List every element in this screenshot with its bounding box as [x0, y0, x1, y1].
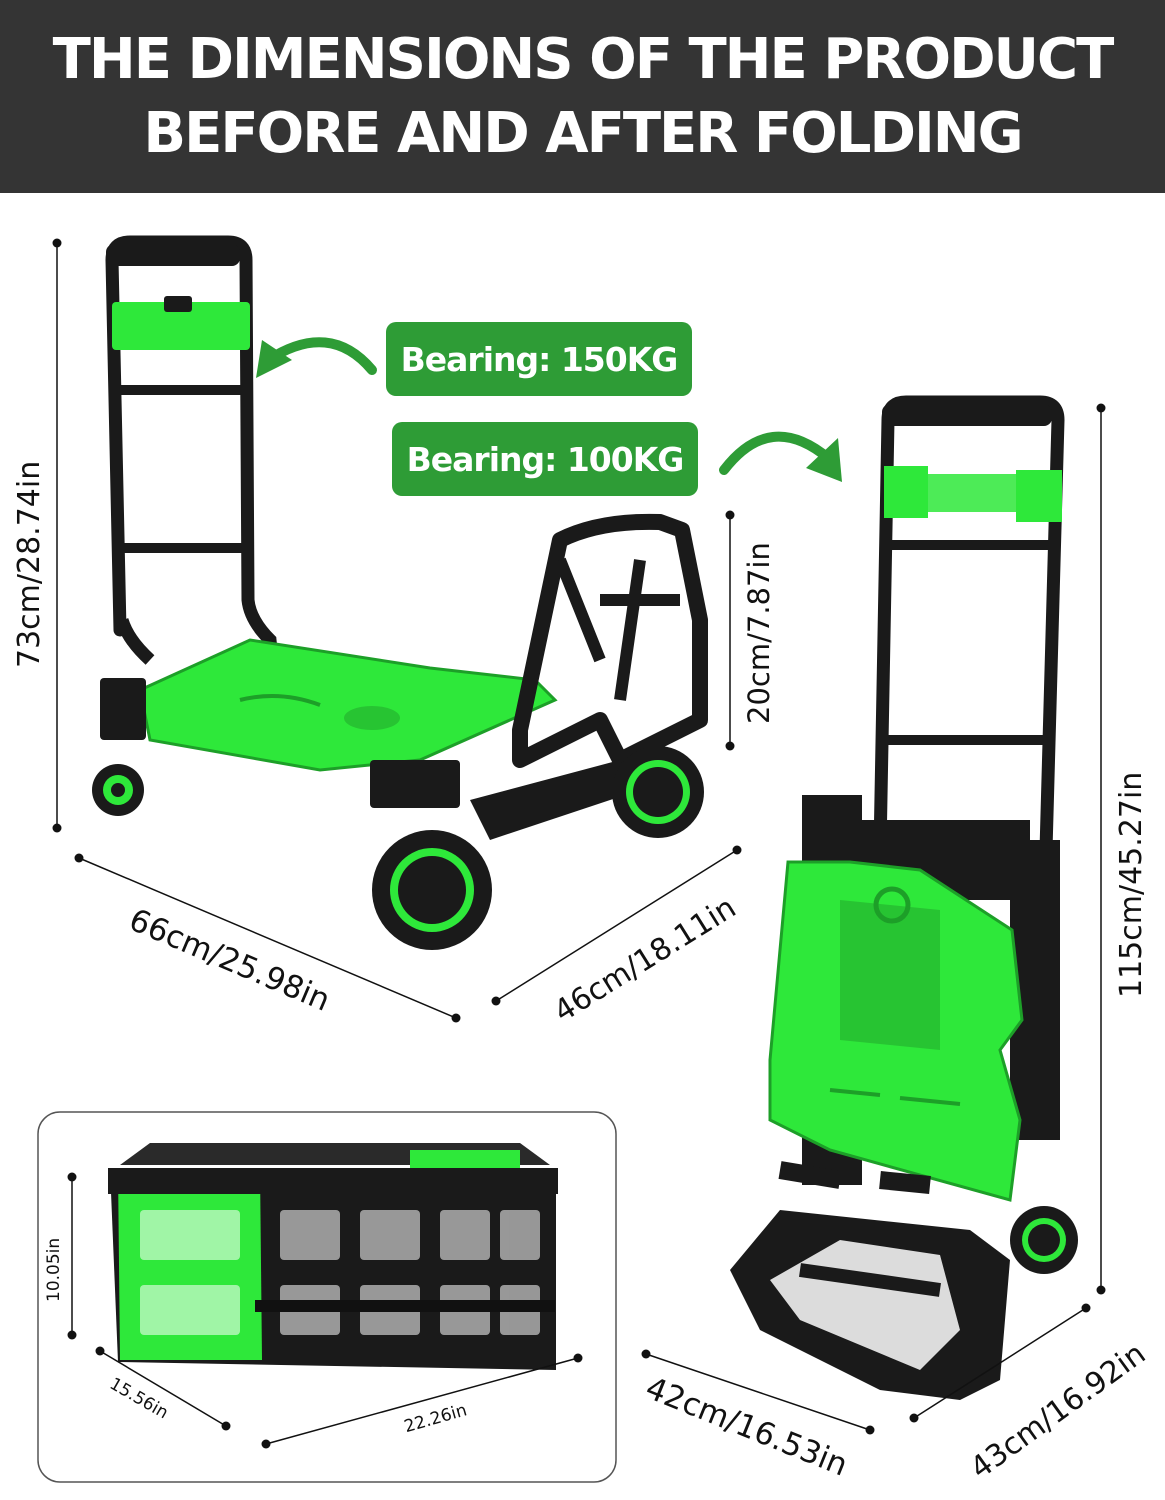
headline-line-2: BEFORE AND AFTER FOLDING	[143, 100, 1023, 166]
unfolded-height-label: 73cm/28.74in	[12, 460, 47, 668]
bearing-100kg-label: Bearing: 100KG	[392, 422, 698, 496]
arrow-lower	[719, 431, 833, 475]
crate-height-label: 10.05in	[44, 1237, 64, 1302]
arrow-upper	[263, 337, 377, 375]
folding-crate-image	[108, 1143, 558, 1370]
bearing-150kg-label: Bearing: 150KG	[386, 322, 692, 396]
folded-height-label: 115cm/45.27in	[1114, 771, 1149, 998]
headline-line-1: THE DIMENSIONS OF THE PRODUCT	[52, 26, 1115, 92]
folded-cart-image	[730, 395, 1078, 1400]
header-banner: THE DIMENSIONS OF THE PRODUCT BEFORE AND…	[0, 0, 1165, 193]
unfolded-handle-height-label: 20cm/7.87in	[742, 542, 776, 724]
